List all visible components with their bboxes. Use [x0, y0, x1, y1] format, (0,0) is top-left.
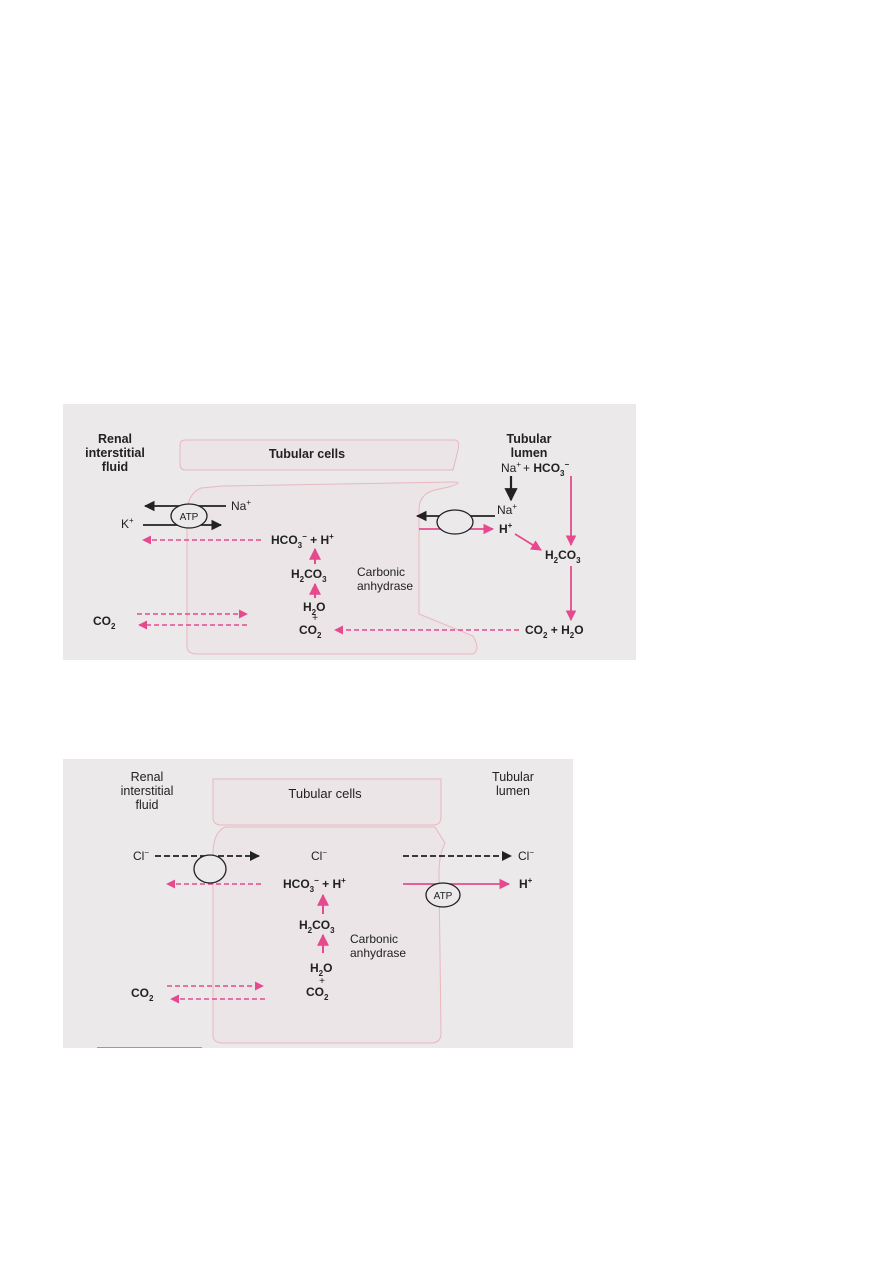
- lumen-h2co3: H2CO3: [545, 548, 581, 565]
- cell-h2o: H2O: [310, 961, 332, 978]
- cell-h2co3: H2CO3: [291, 567, 327, 584]
- atp-pump-circle: [425, 882, 461, 908]
- renal-label-line1: Renal: [98, 432, 132, 446]
- tubular-cells-label: Tubular cells: [269, 447, 345, 461]
- cell-plus: +: [319, 976, 325, 987]
- cl-center-label: Cl−: [311, 848, 327, 863]
- cell-hco3-h: HCO3− + H+: [283, 876, 346, 894]
- interstitial-co2: CO2: [93, 614, 116, 631]
- cell-hco3-h: HCO3− + H+: [271, 532, 334, 550]
- lumen-label-line2: lumen: [496, 784, 530, 798]
- cell-co2: CO2: [299, 623, 322, 640]
- tubular-cell-outline: [212, 826, 446, 1044]
- cell-h2o: H2O: [303, 600, 325, 617]
- carbonic-line2: anhydrase: [357, 579, 413, 593]
- tubular-cells-label: Tubular cells: [288, 786, 362, 801]
- renal-label-line1: Renal: [131, 770, 164, 784]
- diagram-2-svg: Renal interstitial fluid Tubular cells T…: [121, 770, 534, 1044]
- k-label: K+: [121, 516, 134, 531]
- renal-label-line2: interstitial: [85, 446, 145, 460]
- lumen-h-label: H+: [499, 521, 513, 536]
- atp-label: ATP: [434, 891, 453, 902]
- tubular-cell-top: [179, 439, 460, 471]
- diagram-h-secretion: Renal interstitial fluid Tubular cells T…: [63, 759, 573, 1048]
- diagram-1-svg: Renal interstitial fluid Tubular cells T…: [85, 432, 584, 655]
- renal-label-line2: interstitial: [121, 784, 174, 798]
- lumen-label-line1: Tubular: [492, 770, 534, 784]
- cl-left-label: Cl−: [133, 848, 149, 863]
- cell-plus: +: [312, 613, 318, 624]
- lumen-co2-h2o: CO2 + H2O: [525, 623, 584, 640]
- renal-label-line3: fluid: [102, 460, 128, 474]
- lumen-na-label: Na+: [497, 502, 517, 517]
- cell-co2: CO2: [306, 985, 329, 1002]
- caption-rule: [97, 1047, 202, 1048]
- carbonic-line1: Carbonic: [357, 565, 405, 579]
- lumen-label-line2: lumen: [511, 446, 548, 460]
- lumen-label-line1: Tubular: [507, 432, 552, 446]
- tubular-cell-top: [212, 778, 442, 826]
- carbonic-line2: anhydrase: [350, 946, 406, 960]
- cell-na-label: Na+: [231, 498, 251, 513]
- lumen-na-hco3: Na++ HCO3−: [501, 460, 569, 478]
- exchanger-circle: [193, 854, 227, 884]
- exchanger-circle: [436, 509, 474, 535]
- interstitial-co2: CO2: [131, 986, 154, 1003]
- diagram-bicarbonate-reabsorption: Renal interstitial fluid Tubular cells T…: [63, 404, 636, 660]
- lumen-h-label: H+: [519, 876, 533, 891]
- renal-label-line3: fluid: [136, 798, 159, 812]
- atp-label: ATP: [180, 512, 199, 523]
- atp-pump-circle: [170, 503, 208, 529]
- h-to-h2co3-arrow: [514, 533, 542, 551]
- carbonic-line1: Carbonic: [350, 932, 398, 946]
- cell-h2co3: H2CO3: [299, 918, 335, 935]
- cl-right-label: Cl−: [518, 848, 534, 863]
